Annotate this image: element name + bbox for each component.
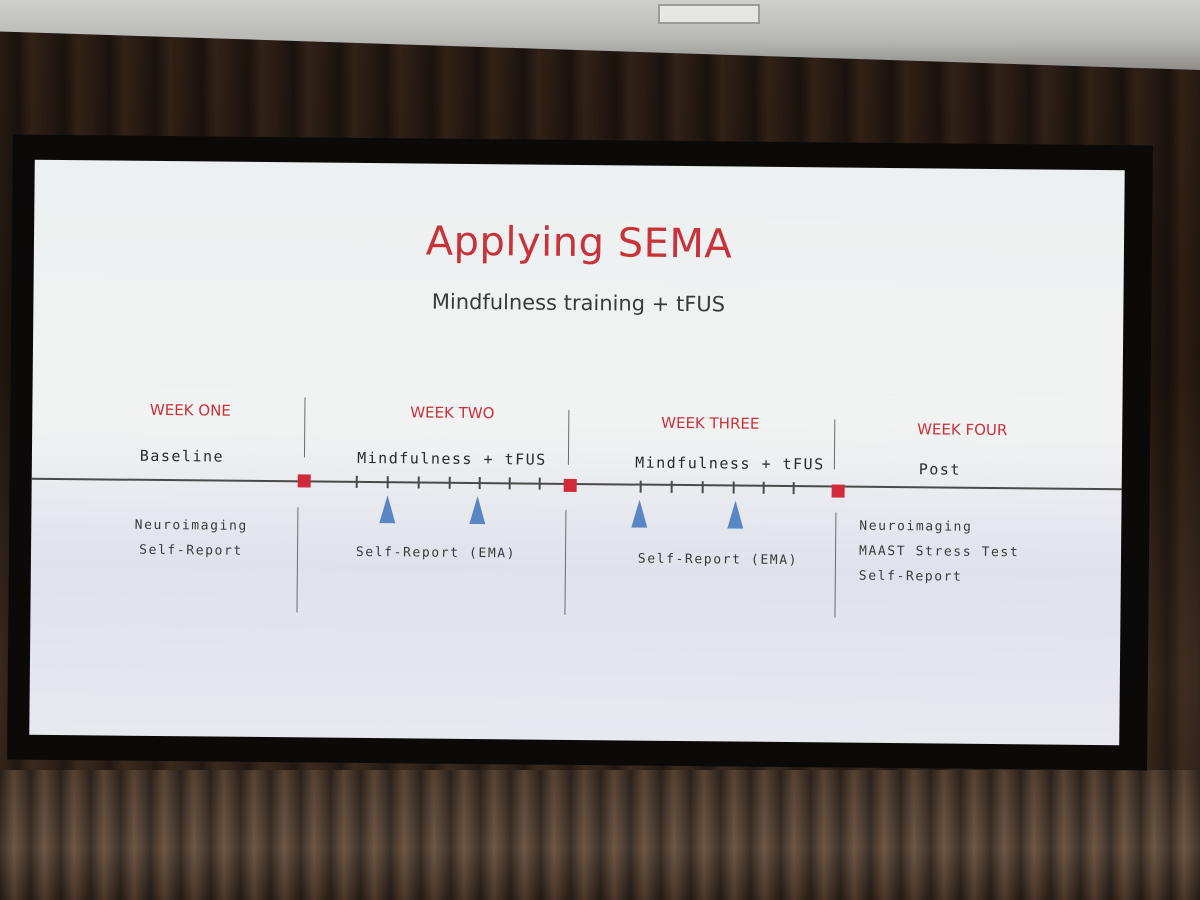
note-line: MAAST Stress Test (858, 543, 1020, 561)
timeline-tick (417, 476, 420, 489)
divider-bottom-2 (564, 509, 567, 615)
timeline-tick (792, 482, 795, 495)
week-two-notes: Self-Report (EMA) (321, 540, 551, 567)
week-four-notes: Neuroimaging MAAST Stress Test Self-Repo… (859, 514, 1090, 591)
note-line: Self-Report (EMA) (637, 551, 799, 569)
timeline-tick (448, 476, 451, 489)
timeline-tick (732, 481, 735, 494)
note-line: Self-Report (139, 542, 243, 559)
note-line: Self-Report (858, 568, 963, 585)
ceiling-vent (658, 4, 760, 24)
week-marker-3 (831, 484, 845, 498)
timeline-tick (355, 475, 358, 488)
week-three-notes: Self-Report (EMA) (603, 546, 833, 573)
ema-triangle-icon (727, 500, 744, 529)
presentation-slide: Applying SEMA Mindfulness training + tFU… (29, 159, 1125, 746)
timeline-tick (762, 481, 765, 494)
week-four-phase: Post (918, 460, 962, 479)
note-line: Neuroimaging (859, 518, 973, 535)
timeline-tick (386, 476, 389, 489)
week-one-notes: Neuroimaging Self-Report (91, 512, 291, 564)
stage-curtain (0, 770, 1200, 900)
timeline-tick (538, 477, 541, 490)
divider-bottom-1 (296, 507, 299, 613)
ema-triangle-icon (469, 495, 486, 525)
ema-triangle-icon (379, 495, 396, 524)
timeline-tick (478, 477, 481, 490)
timeline-tick (639, 480, 642, 493)
note-line: Self-Report (EMA) (355, 544, 517, 562)
ceiling (0, 0, 1200, 70)
week-four-label: WEEK FOUR (917, 420, 1008, 440)
slide-title: Applying SEMA (425, 218, 733, 268)
week-two-phase: Mindfulness + tFUS (357, 448, 547, 469)
week-three-label: WEEK THREE (661, 413, 760, 433)
slide-subtitle: Mindfulness training + tFUS (431, 289, 726, 317)
timeline-tick (701, 481, 704, 494)
week-marker-2 (563, 478, 577, 492)
timeline-tick (508, 477, 511, 490)
ema-triangle-icon (631, 499, 648, 528)
week-marker-1 (297, 474, 311, 488)
timeline-tick (670, 480, 673, 493)
divider-bottom-3 (834, 512, 837, 618)
week-one-phase: Baseline (139, 446, 225, 466)
week-two-label: WEEK TWO (410, 403, 495, 423)
week-one-label: WEEK ONE (149, 400, 231, 420)
note-line: Neuroimaging (134, 517, 248, 534)
